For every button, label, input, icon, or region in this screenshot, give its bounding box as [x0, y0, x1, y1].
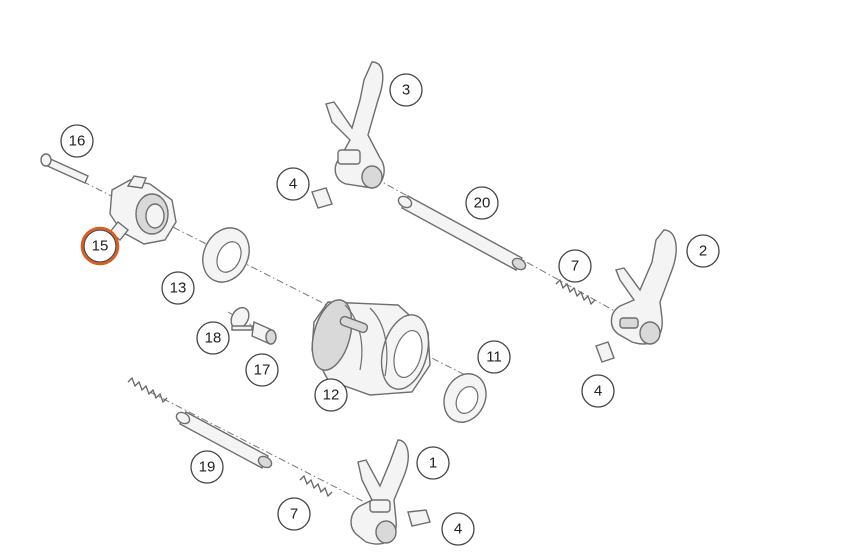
callout-12-label: 12	[323, 387, 340, 404]
callout-15-highlight-ring	[80, 226, 120, 266]
callout-13: 13	[161, 271, 195, 305]
callout-3: 3	[389, 73, 423, 107]
callout-15-label: 15	[92, 238, 109, 255]
part-18-plate	[230, 306, 253, 331]
callout-4-right-label: 4	[594, 383, 602, 400]
callouts: 16 15 13 18 17 12 11 3	[60, 73, 720, 546]
part-2-shift-fork	[610, 229, 677, 345]
callout-13-label: 13	[170, 280, 187, 297]
part-1-shift-fork	[350, 439, 409, 545]
callout-17: 17	[245, 353, 279, 387]
part-12-shift-drum	[311, 299, 431, 396]
callout-7-upper-label: 7	[571, 258, 579, 275]
part-4-guide-pin-upper	[311, 187, 333, 209]
callout-7-lower-label: 7	[290, 506, 298, 523]
callout-18-label: 18	[205, 330, 222, 347]
callout-18: 18	[196, 321, 230, 355]
callout-20: 20	[465, 186, 499, 220]
part-7-spring-lower-left	[127, 376, 168, 404]
part-3-shift-fork	[325, 61, 385, 189]
callout-2: 2	[686, 234, 720, 268]
callout-4-upper-label: 4	[289, 176, 297, 193]
part-16-bolt	[40, 153, 89, 184]
callout-7-lower: 7	[277, 497, 311, 531]
part-4-guide-pin-right	[595, 341, 615, 363]
callout-19-label: 19	[199, 459, 216, 476]
callout-4-lower-label: 4	[454, 521, 462, 538]
callout-20-label: 20	[474, 195, 491, 212]
callout-7-upper: 7	[558, 249, 592, 283]
callout-4-upper: 4	[276, 167, 310, 201]
callout-11-label: 11	[486, 349, 502, 366]
part-15-locating-plate	[109, 175, 177, 245]
part-20-fork-rail	[397, 195, 527, 271]
callout-1: 1	[416, 446, 450, 480]
callout-16-label: 16	[69, 133, 86, 150]
callout-19: 19	[190, 450, 224, 484]
callout-16: 16	[60, 124, 94, 158]
callout-4-lower: 4	[441, 512, 475, 546]
callout-15[interactable]: 15	[80, 226, 120, 266]
callout-2-label: 2	[699, 243, 707, 260]
axis-lower-rail	[149, 391, 381, 511]
part-7-spring-upper	[555, 278, 596, 306]
part-11-washer	[443, 373, 487, 423]
callout-4-right: 4	[581, 374, 615, 408]
part-4-guide-pin-lower	[407, 509, 431, 527]
part-17-pin	[251, 320, 277, 346]
part-19-fork-rail	[175, 411, 273, 469]
callout-11: 11	[477, 340, 511, 374]
part-13-washer	[202, 227, 250, 283]
callout-17-label: 17	[254, 362, 271, 379]
part-7-spring-lower	[299, 474, 333, 498]
callout-1-label: 1	[429, 455, 437, 472]
callout-12: 12	[314, 378, 348, 412]
callout-3-label: 3	[402, 82, 410, 99]
